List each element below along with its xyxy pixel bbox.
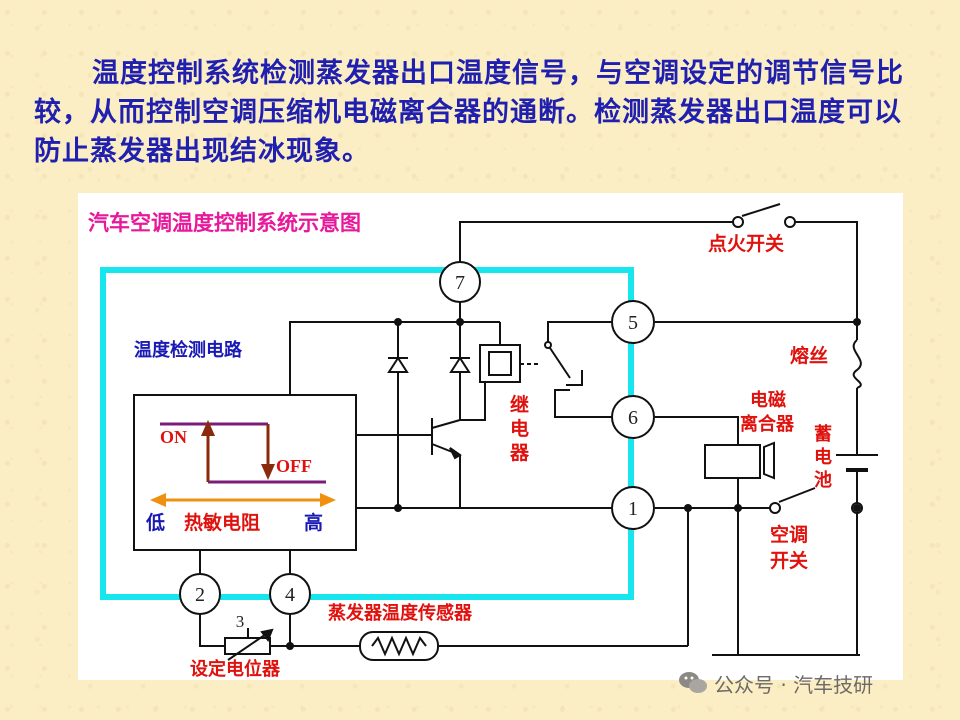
wire-ignition-right: [790, 221, 858, 340]
on-label: ON: [160, 427, 187, 447]
ac-switch-label-2: 开关: [770, 549, 808, 572]
low-label: 低: [145, 511, 165, 534]
transistor-icon: [431, 418, 462, 460]
wire-relay-coil-b: [460, 382, 486, 421]
intro-text: 温度控制系统检测蒸发器出口温度信号，与空调设定的调节信号比较，从而控制空调压缩机…: [34, 54, 914, 171]
terminal-6: [611, 395, 655, 439]
battery-label-3: 池: [814, 469, 832, 491]
battery-icon: [836, 454, 878, 472]
high-label: 高: [304, 511, 323, 534]
terminal-6-label: 6: [628, 407, 638, 429]
terminal-5-label: 5: [628, 312, 638, 334]
relay-coil-icon: [479, 344, 521, 383]
wire-internal-top: [289, 321, 500, 395]
watermark: 公众号 · 汽车技研: [678, 668, 873, 698]
clutch-label-1: 电磁: [750, 389, 786, 411]
wire-t2-pot: [199, 614, 225, 647]
ac-switch-icon: [769, 487, 863, 514]
sensor-label: 蒸发器温度传感器: [328, 602, 473, 624]
wire-ignition-top: [459, 221, 738, 268]
diode-2-icon: [449, 356, 471, 373]
temp-circuit-label: 温度检测电路: [134, 339, 243, 361]
terminal-5: [611, 300, 655, 344]
junction-dots: [286, 318, 861, 650]
wire-t5-contact: [547, 321, 612, 345]
terminal-1: [611, 486, 655, 530]
relay-contact-icon: [544, 341, 583, 386]
terminal-7: [439, 261, 481, 303]
battery-label-1: 蓄: [814, 424, 832, 445]
wire-t6-clutch: [655, 416, 739, 445]
detection-box: [133, 394, 357, 551]
terminal-1-label: 1: [628, 498, 638, 520]
ignition-label: 点火开关: [708, 232, 784, 255]
terminal-7-label: 7: [455, 272, 465, 294]
ac-switch-label-1: 空调: [770, 523, 808, 546]
terminals: [179, 261, 655, 615]
diagram-title: 汽车空调温度控制系统示意图: [88, 211, 361, 235]
ignition-switch-icon: [732, 203, 796, 228]
fuse-label: 熔丝: [790, 344, 828, 367]
potentiometer-icon: [224, 628, 274, 661]
off-label: OFF: [276, 456, 312, 476]
hysteresis-graph: [150, 420, 336, 507]
arrow-up-icon: [201, 420, 215, 436]
potentiometer-label: 设定电位器: [190, 658, 281, 680]
clutch-label-2: 离合器: [740, 413, 795, 435]
wires: [199, 221, 860, 656]
terminal-4: [269, 573, 311, 615]
fuse-icon: [852, 339, 862, 389]
relay-label-1: 继: [510, 393, 529, 416]
terminal-2-label: 2: [195, 584, 205, 606]
terminal-4-label: 4: [285, 584, 295, 606]
battery-label-2: 电: [814, 446, 832, 468]
relay-label-2: 电: [510, 417, 529, 440]
arrow-down-icon: [261, 464, 275, 480]
potentiometer-number: 3: [236, 612, 245, 631]
arrow-left-icon: [150, 493, 166, 507]
clutch-icon: [704, 441, 775, 480]
evaporator-sensor-icon: [359, 631, 439, 661]
diode-1-icon: [387, 356, 409, 373]
relay-label-3: 器: [509, 442, 530, 464]
arrow-right-icon: [320, 493, 336, 507]
intro-paragraph: 温度控制系统检测蒸发器出口温度信号，与空调设定的调节信号比较，从而控制空调压缩机…: [34, 58, 904, 167]
watermark-text: 公众号 · 汽车技研: [714, 672, 874, 697]
wechat-icon: [679, 672, 707, 693]
wire-t6-contact: [554, 389, 612, 418]
thermistor-label: 热敏电阻: [184, 511, 260, 534]
wire-relay-coil: [499, 322, 510, 346]
terminal-2: [179, 573, 221, 615]
